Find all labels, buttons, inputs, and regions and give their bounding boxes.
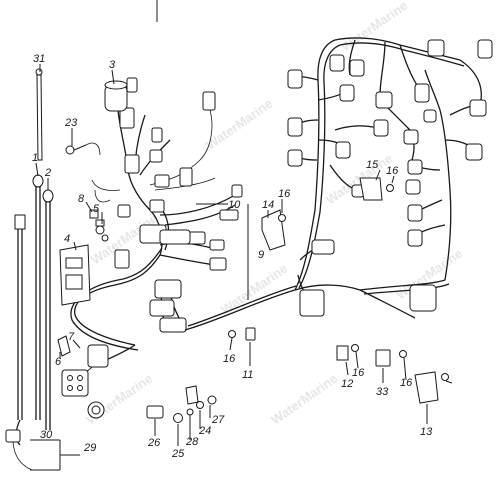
bolt-parts [228, 184, 449, 381]
callout-4: 4 [64, 233, 70, 245]
callout-3: 3 [109, 59, 116, 71]
callout-16: 16 [223, 353, 236, 365]
callout-7: 7 [68, 331, 75, 343]
callout-2: 2 [44, 167, 51, 179]
cable-tie-part [35, 68, 43, 161]
callout-16: 16 [278, 188, 291, 200]
callout-6: 6 [55, 356, 62, 368]
coupler-part [61, 369, 89, 397]
watermark-text: WaterMarine [268, 371, 340, 428]
screw-part-23 [65, 142, 101, 156]
left-connector-cluster [87, 91, 243, 419]
watermark-text: WaterMarine [338, 0, 410, 54]
battery-cable-parts [5, 174, 54, 471]
callout-29: 29 [83, 442, 96, 454]
right-connector-cluster [287, 39, 493, 317]
bracket-plate-part [59, 244, 91, 306]
boot-part [57, 335, 71, 357]
callout-26: 26 [147, 437, 161, 449]
callout-1: 1 [32, 152, 38, 164]
callout-15: 15 [366, 159, 379, 171]
clip-part-33 [375, 349, 391, 367]
callout-9: 9 [258, 249, 264, 261]
callout-16: 16 [386, 165, 399, 177]
clip-part-26 [146, 405, 164, 419]
callout-16: 16 [400, 377, 413, 389]
callout-14: 14 [262, 199, 274, 211]
small-hardware-left [89, 209, 109, 242]
callout-5: 5 [93, 203, 100, 215]
watermark-text: WaterMarine [218, 261, 290, 318]
clip-part-11 [245, 327, 256, 341]
callout-24: 24 [198, 425, 211, 437]
callout-labels: 31 3 23 1 2 8 5 4 6 7 10 14 16 9 15 16 1… [32, 53, 433, 460]
watermark-text: WaterMarine [83, 371, 155, 428]
right-harness [184, 37, 482, 331]
leader-lines [30, 64, 453, 471]
clip-part-12 [336, 345, 349, 361]
callout-25: 25 [171, 448, 185, 460]
callout-31: 31 [33, 53, 45, 65]
callout-11: 11 [242, 369, 253, 381]
callout-30: 30 [40, 429, 53, 441]
watermark-text: WaterMarine [323, 151, 395, 208]
callout-23: 23 [64, 117, 78, 129]
callout-13: 13 [420, 426, 433, 438]
bracket-part-15 [359, 177, 383, 201]
clip-part-25 [173, 413, 183, 423]
callout-12: 12 [341, 378, 353, 390]
callout-8: 8 [78, 193, 85, 205]
bracket-part-13 [414, 371, 439, 404]
small-hardware-bottom [185, 385, 217, 416]
callout-28: 28 [185, 436, 199, 448]
callout-16: 16 [352, 367, 365, 379]
callout-27: 27 [211, 414, 225, 426]
relay-part [104, 77, 138, 112]
callout-33: 33 [376, 386, 389, 398]
callout-10: 10 [228, 199, 241, 211]
